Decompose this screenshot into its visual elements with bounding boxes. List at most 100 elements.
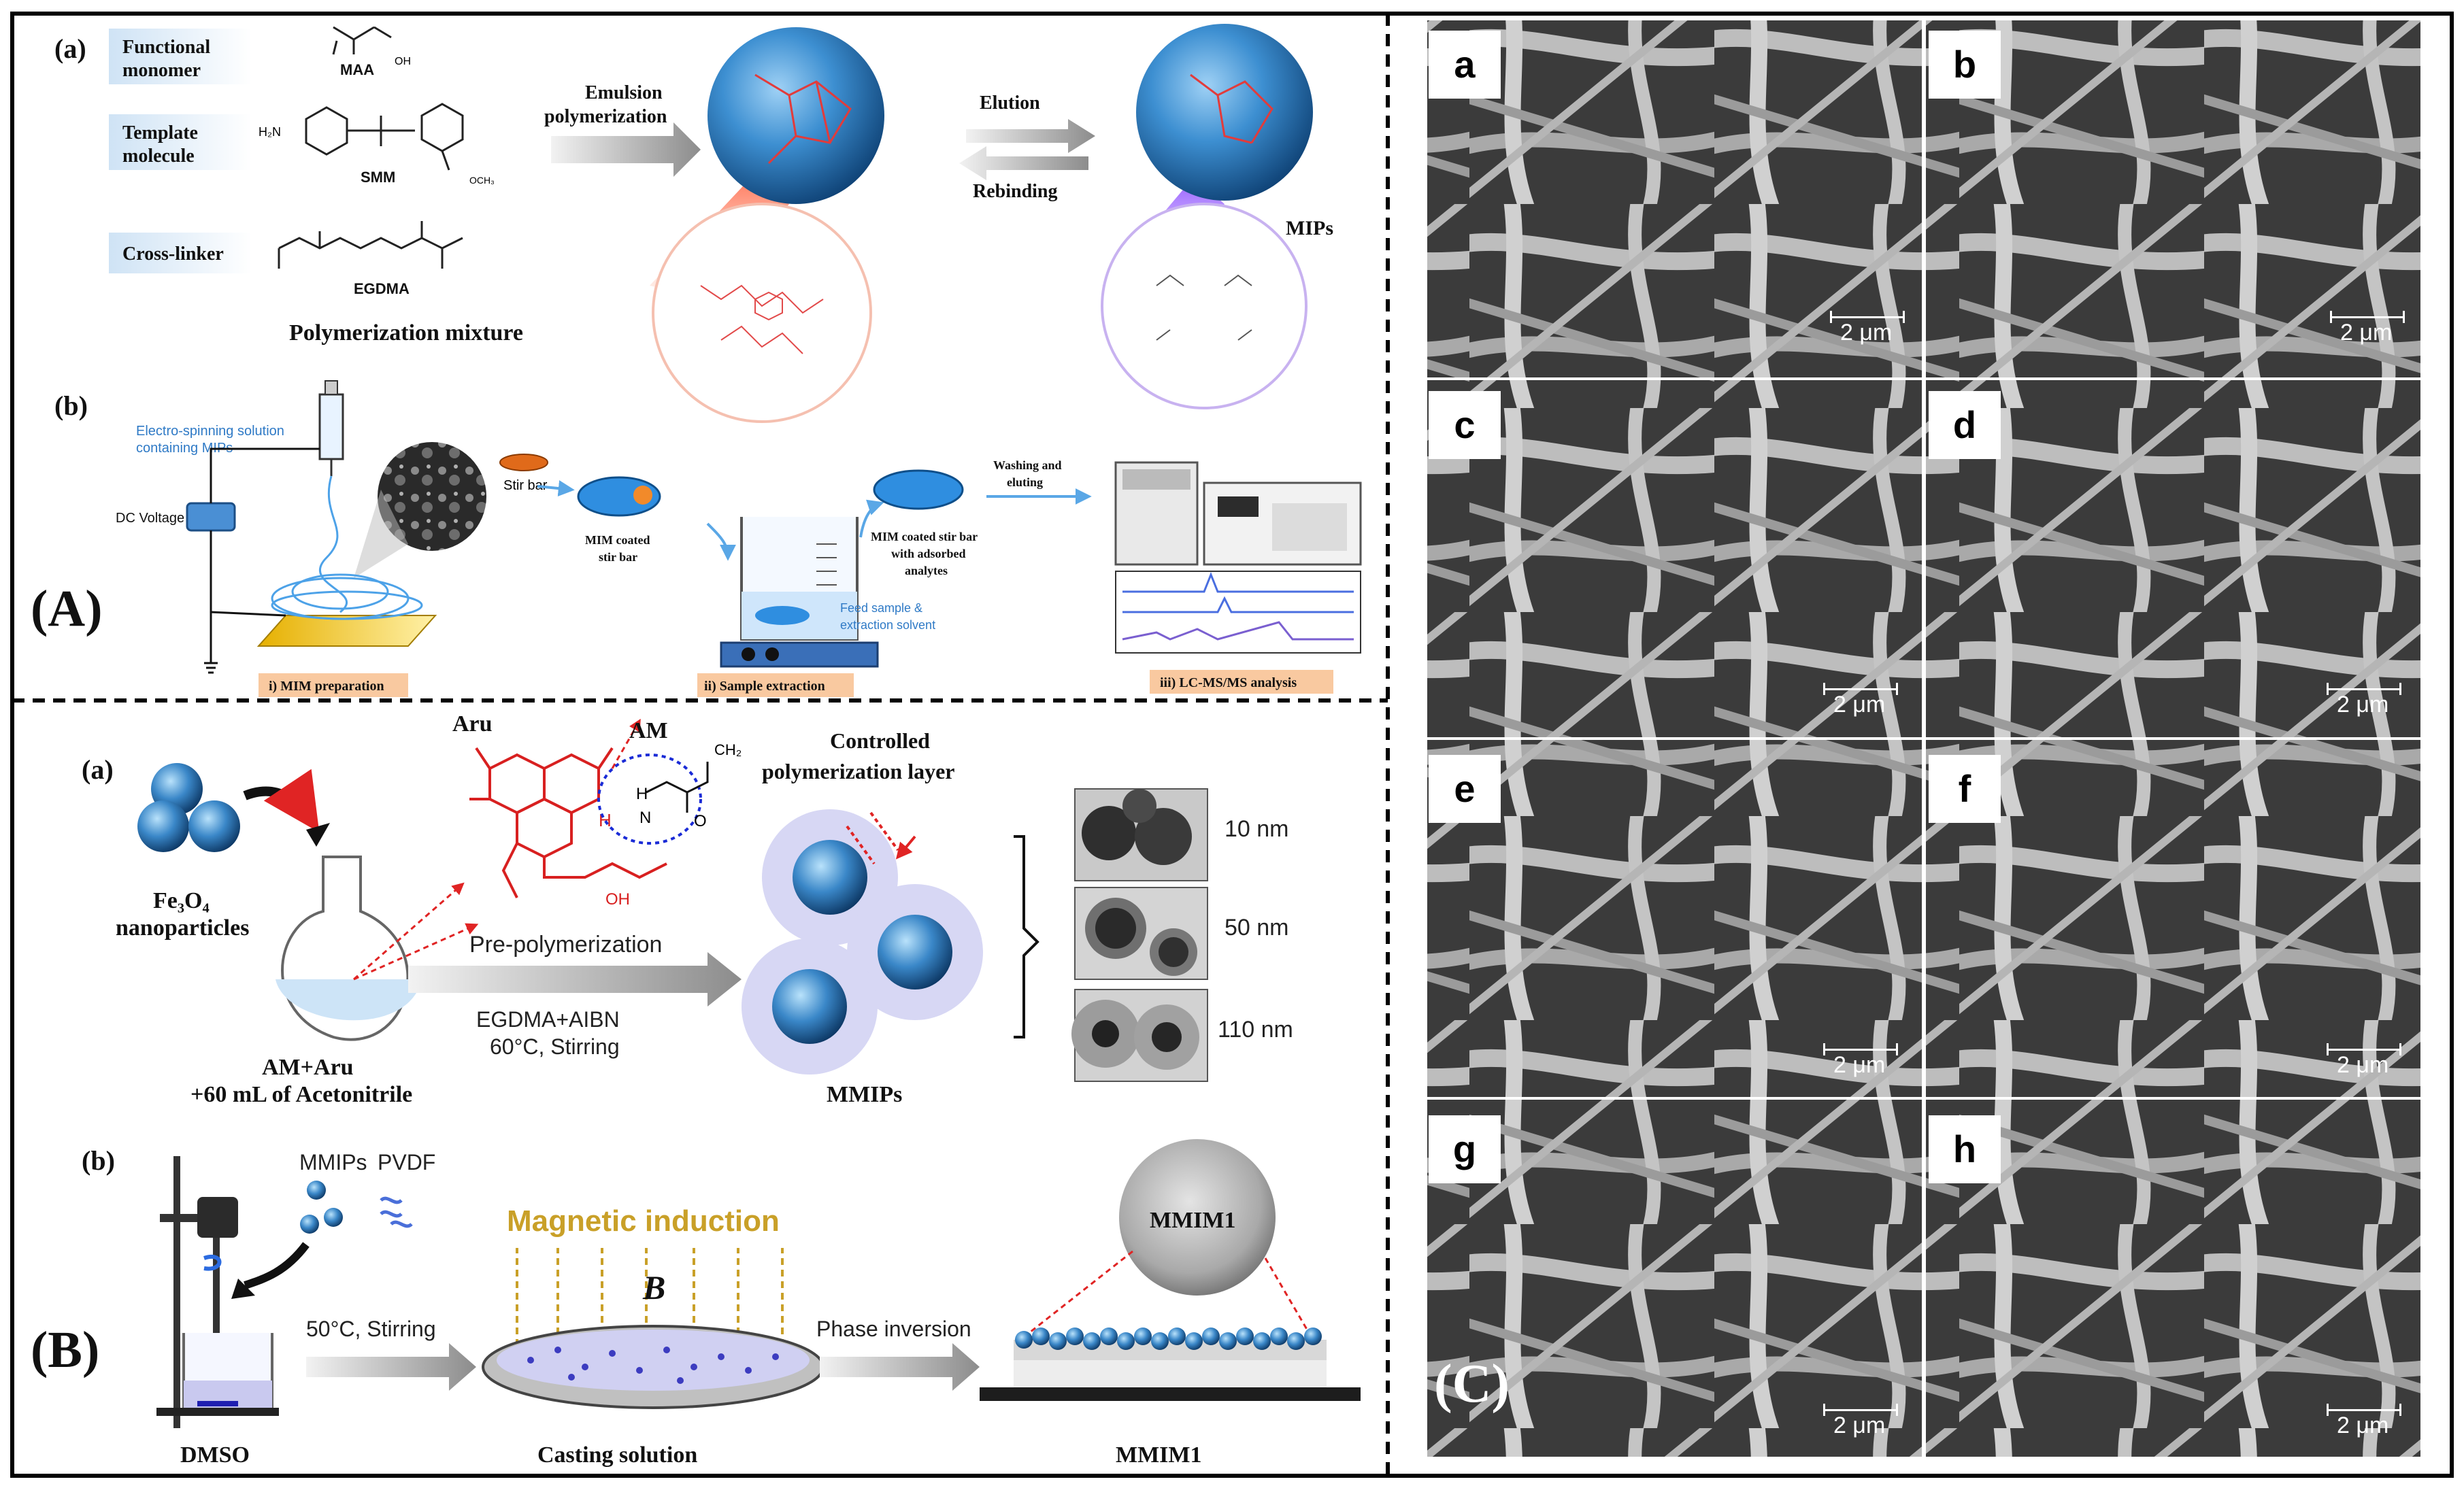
membrane-sem-sphere <box>1119 1139 1276 1296</box>
washing-label: Washing and <box>993 458 1062 472</box>
scale-label-d: 2 μm <box>2337 692 2389 717</box>
mips-label: MIPs <box>1286 217 1333 239</box>
panel-a-label: (A) <box>31 580 103 637</box>
svg-text:H: H <box>636 785 648 803</box>
sem-letter-c: c <box>1429 391 1501 459</box>
svg-text:OH: OH <box>605 890 630 909</box>
svg-text:H₂N: H₂N <box>259 125 281 139</box>
sem-tile-d <box>1926 380 2420 737</box>
tem-50nm-label: 50 nm <box>1225 915 1289 941</box>
scale-bar-c <box>1823 683 1898 695</box>
panel-b-sub-a: (a) Fe₃O₄ nanoparticles AM+Aru +60 mL of… <box>82 711 1293 1107</box>
casting-solution-label: Casting solution <box>537 1442 697 1468</box>
condition-60-label: 60°C, Stirring <box>490 1034 620 1059</box>
scale-label-c: 2 μm <box>1833 692 1886 717</box>
sem-tile-c <box>1427 380 1922 737</box>
aru-label: Aru <box>452 711 493 737</box>
scale-bar-d <box>2327 683 2401 695</box>
emulsion-label: Emulsion <box>585 82 663 103</box>
svg-text:Stir bar: Stir bar <box>503 478 548 493</box>
scale-label-b: 2 μm <box>2340 320 2393 345</box>
elution-arrow <box>966 119 1095 153</box>
scale-bar-h <box>2327 1404 2401 1416</box>
feed-sample-label: Feed sample & <box>840 601 922 615</box>
stirrer-motor <box>197 1197 238 1238</box>
membrane-base <box>980 1387 1361 1401</box>
panel-a-sub-b: (b) Electro-spinning solution containing… <box>31 380 1362 697</box>
cross-linker-label: Cross-linker <box>122 243 224 265</box>
mmips-b-label: MMIPs <box>299 1150 367 1174</box>
panel-b-sub-b: (b) DMSO MMIPs PVDF 50°C, Stirring Magne… <box>31 1139 1361 1468</box>
svg-text:nanoparticles: nanoparticles <box>116 915 249 941</box>
scale-label-f: 2 μm <box>2337 1052 2389 1078</box>
functional-monomer-label: Functional <box>122 37 210 58</box>
mim-adsorbed-stir-bar <box>873 469 964 510</box>
egdma-aibn-label: EGDMA+AIBN <box>476 1007 620 1032</box>
svg-text:extraction solvent: extraction solvent <box>840 618 935 632</box>
scale-bar-a <box>1830 311 1905 323</box>
mmip-core-2 <box>878 915 952 990</box>
svg-text:eluting: eluting <box>1007 475 1043 489</box>
scale-label-a: 2 μm <box>1840 320 1893 345</box>
smm-label: SMM <box>361 169 395 186</box>
sem-letter-d: d <box>1929 391 2001 459</box>
svg-text:O: O <box>694 812 707 830</box>
svg-text:MMIM1: MMIM1 <box>1150 1208 1236 1233</box>
phase-inversion-label: Phase inversion <box>816 1317 971 1341</box>
step1-label: i) MIM preparation <box>269 679 384 694</box>
aru-structure <box>469 747 667 898</box>
condition-50-label: 50°C, Stirring <box>306 1317 436 1341</box>
sem-letter-f: f <box>1929 755 2001 823</box>
stir-bar <box>499 454 548 471</box>
egdma-label: EGDMA <box>354 280 410 297</box>
panel-a-sub-a: (a) Functional monomer Template molecule… <box>54 24 1333 423</box>
svg-text:molecule: molecule <box>122 146 195 167</box>
fe3o4-particle-2 <box>137 800 189 852</box>
lcms-instrument <box>1114 461 1362 566</box>
prepolymerization-arrow <box>408 952 742 1007</box>
panel-c-label: (C) <box>1434 1354 1510 1414</box>
mim-coated-label: MIM coated <box>585 533 650 547</box>
b-field-label: B <box>642 1268 665 1306</box>
svg-text:containing MIPs: containing MIPs <box>136 441 233 456</box>
sub-a-label: (a) <box>54 33 86 64</box>
magnetic-induction-label: Magnetic induction <box>507 1204 780 1238</box>
scale-label-e: 2 μm <box>1833 1052 1886 1078</box>
scale-bar-f <box>2327 1043 2401 1055</box>
sem-tile-g <box>1427 1100 1922 1457</box>
svg-text:polymerization: polymerization <box>544 106 667 127</box>
step3-label: iii) LC-MS/MS analysis <box>1160 675 1297 690</box>
rebinding-arrow <box>959 146 1088 180</box>
scale-label-g: 2 μm <box>1833 1413 1886 1438</box>
outer-frame <box>10 12 2454 1478</box>
sem-letter-a: a <box>1429 31 1501 99</box>
svg-text:stir bar: stir bar <box>599 550 637 564</box>
sem-letter-b: b <box>1929 31 2001 99</box>
mmip-core-1 <box>793 840 867 915</box>
svg-text:N: N <box>639 809 651 827</box>
tem-10nm-label: 10 nm <box>1225 816 1289 842</box>
step2-label: ii) Sample extraction <box>704 679 825 694</box>
controlled-label: Controlled <box>830 728 930 753</box>
rebinding-label: Rebinding <box>973 181 1058 202</box>
mmip-core-3 <box>772 969 847 1044</box>
svg-text:(a): (a) <box>82 754 114 785</box>
electrospinning-label: Electro-spinning solution <box>136 424 284 439</box>
scale-bar-g <box>1823 1404 1898 1416</box>
svg-text:OCH₃: OCH₃ <box>469 175 495 186</box>
sem-letter-e: e <box>1429 755 1501 823</box>
sem-tile-e <box>1427 740 1922 1097</box>
mim-adsorbed-label: MIM coated stir bar <box>871 530 978 543</box>
maa-label: MAA <box>340 61 374 78</box>
svg-text:(b): (b) <box>54 390 88 421</box>
phase-inversion-arrow <box>820 1343 980 1391</box>
sem-grid <box>1427 20 2420 1457</box>
elution-label: Elution <box>980 92 1040 114</box>
scale-bar-b <box>2330 311 2405 323</box>
template-molecule-label: Template <box>122 122 198 143</box>
mmips-label: MMIPs <box>827 1082 902 1107</box>
sem-letter-g: g <box>1429 1115 1501 1183</box>
sem-tile-f <box>1926 740 2420 1097</box>
panel-b-label: (B) <box>31 1321 99 1379</box>
